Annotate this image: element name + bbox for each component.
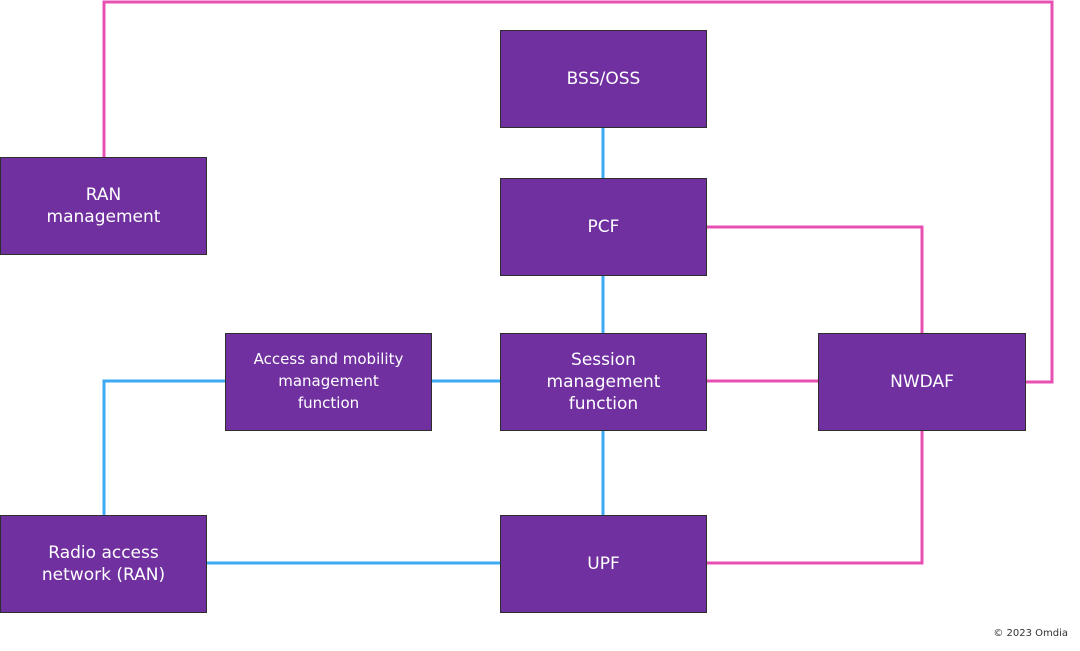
node-bss-oss-label: BSS/OSS: [566, 68, 641, 89]
node-access-mobility-management-function: Access and mobility management function: [225, 333, 432, 431]
node-bss-oss: BSS/OSS: [500, 30, 707, 128]
node-nwdaf-label: NWDAF: [890, 371, 954, 392]
node-ran-management-label: RAN management: [46, 184, 161, 227]
node-pcf: PCF: [500, 178, 707, 276]
node-ran-label: Radio access network (RAN): [41, 542, 166, 585]
node-smf-label: Session management function: [546, 349, 661, 415]
connector-amf-ran: [102, 379, 225, 515]
connector-ranmgmt-nwdaf: [102, 0, 1054, 384]
copyright-notice: © 2023 Omdia: [993, 628, 1068, 639]
connector-pcf-nwdaf: [707, 225, 924, 333]
connector-nwdaf-upf: [707, 431, 924, 565]
node-radio-access-network: Radio access network (RAN): [0, 515, 207, 613]
node-amf-label: Access and mobility management function: [253, 350, 404, 412]
node-pcf-label: PCF: [587, 216, 620, 237]
node-upf-label: UPF: [587, 553, 620, 574]
node-session-management-function: Session management function: [500, 333, 707, 431]
node-nwdaf: NWDAF: [818, 333, 1026, 431]
node-upf: UPF: [500, 515, 707, 613]
node-ran-management: RAN management: [0, 157, 207, 255]
